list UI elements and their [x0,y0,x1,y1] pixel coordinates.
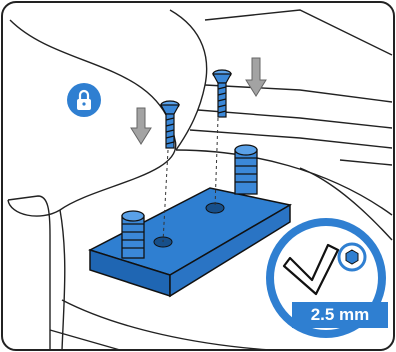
padlock-icon [67,83,101,117]
threaded-standoff [235,145,257,194]
hex-socket-icon [339,244,365,270]
threaded-standoff [122,211,144,258]
tool-size-label: 2.5 mm [292,303,388,327]
